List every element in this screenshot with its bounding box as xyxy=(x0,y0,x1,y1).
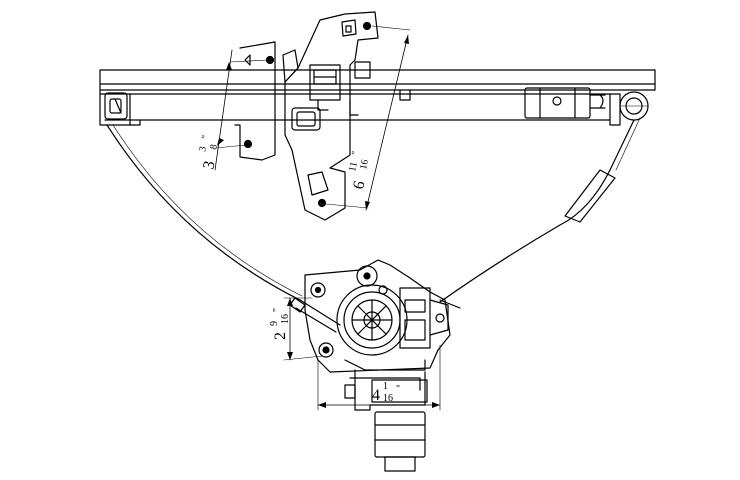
dimension-label-2-9-16: 2 xyxy=(272,332,289,340)
left-mounting-bracket xyxy=(234,41,276,161)
cables xyxy=(106,117,641,303)
dimension-label-2-9-16-num: 9 xyxy=(269,321,280,326)
dimension-label-4-1-16-den: 16 xyxy=(383,393,393,404)
main-center-bracket xyxy=(282,11,379,221)
dimension-label-3-3-8-den: 8 xyxy=(208,143,220,150)
rail-mount xyxy=(399,89,411,101)
left-end-clip xyxy=(104,92,128,120)
regulator-rail xyxy=(99,69,656,126)
dimension-label-4-1-16-num: 1 xyxy=(383,381,388,392)
dimension-label-3-3-8: 3 xyxy=(200,159,218,170)
dimension-label-4-1-16: 4 xyxy=(372,387,380,404)
dimension-label-6-11-16-mark: " xyxy=(350,150,362,156)
dimension-label-4-1-16-mark: " xyxy=(396,384,400,395)
dimension-label-2-9-16-mark: " xyxy=(272,308,283,312)
dimension-3-3-8 xyxy=(214,49,269,171)
dimension-label-6-11-16-num: 11 xyxy=(347,161,360,173)
dimension-label-6-11-16-den: 16 xyxy=(358,159,371,171)
right-slider-block xyxy=(524,87,606,119)
dimension-label-6-11-16: 6 xyxy=(350,179,368,190)
right-pulley xyxy=(619,91,649,121)
dimension-4-1-16 xyxy=(317,344,441,411)
motor-assembly xyxy=(289,259,461,391)
dimension-label-2-9-16-den: 16 xyxy=(280,314,291,324)
motor-body xyxy=(344,369,428,472)
dimension-2-9-16 xyxy=(283,297,323,361)
dimension-6-11-16 xyxy=(325,25,411,211)
dimension-label-3-3-8-num: 3 xyxy=(197,145,209,152)
dimension-label-3-3-8-mark: " xyxy=(200,134,212,140)
